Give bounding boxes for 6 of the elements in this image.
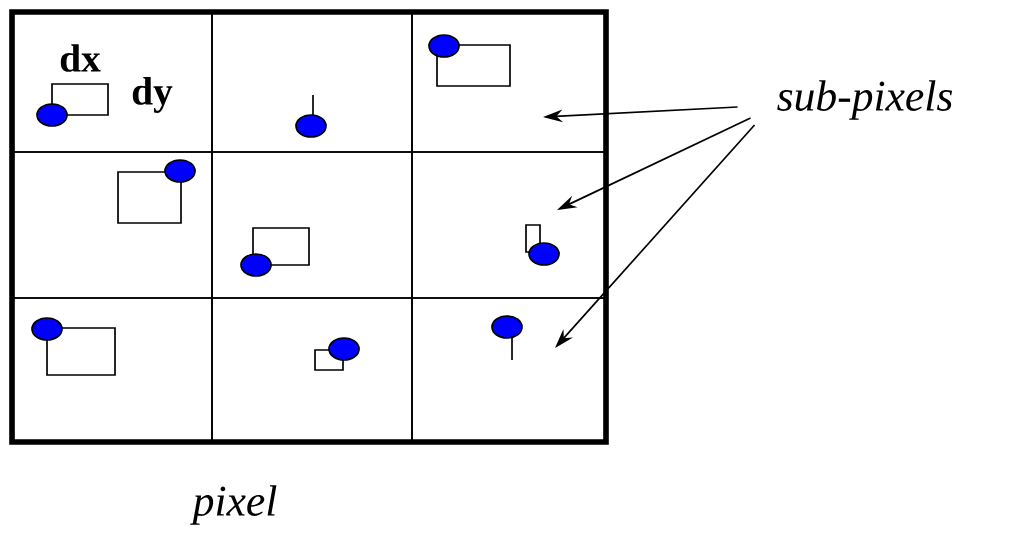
callout-text: sub-pixels [777,80,953,120]
pixel-cell [211,151,413,299]
axis-label: dx [60,44,101,72]
pixel-grid [9,9,609,445]
axis-label: dy [132,77,173,113]
node-label: pixel [190,485,277,525]
